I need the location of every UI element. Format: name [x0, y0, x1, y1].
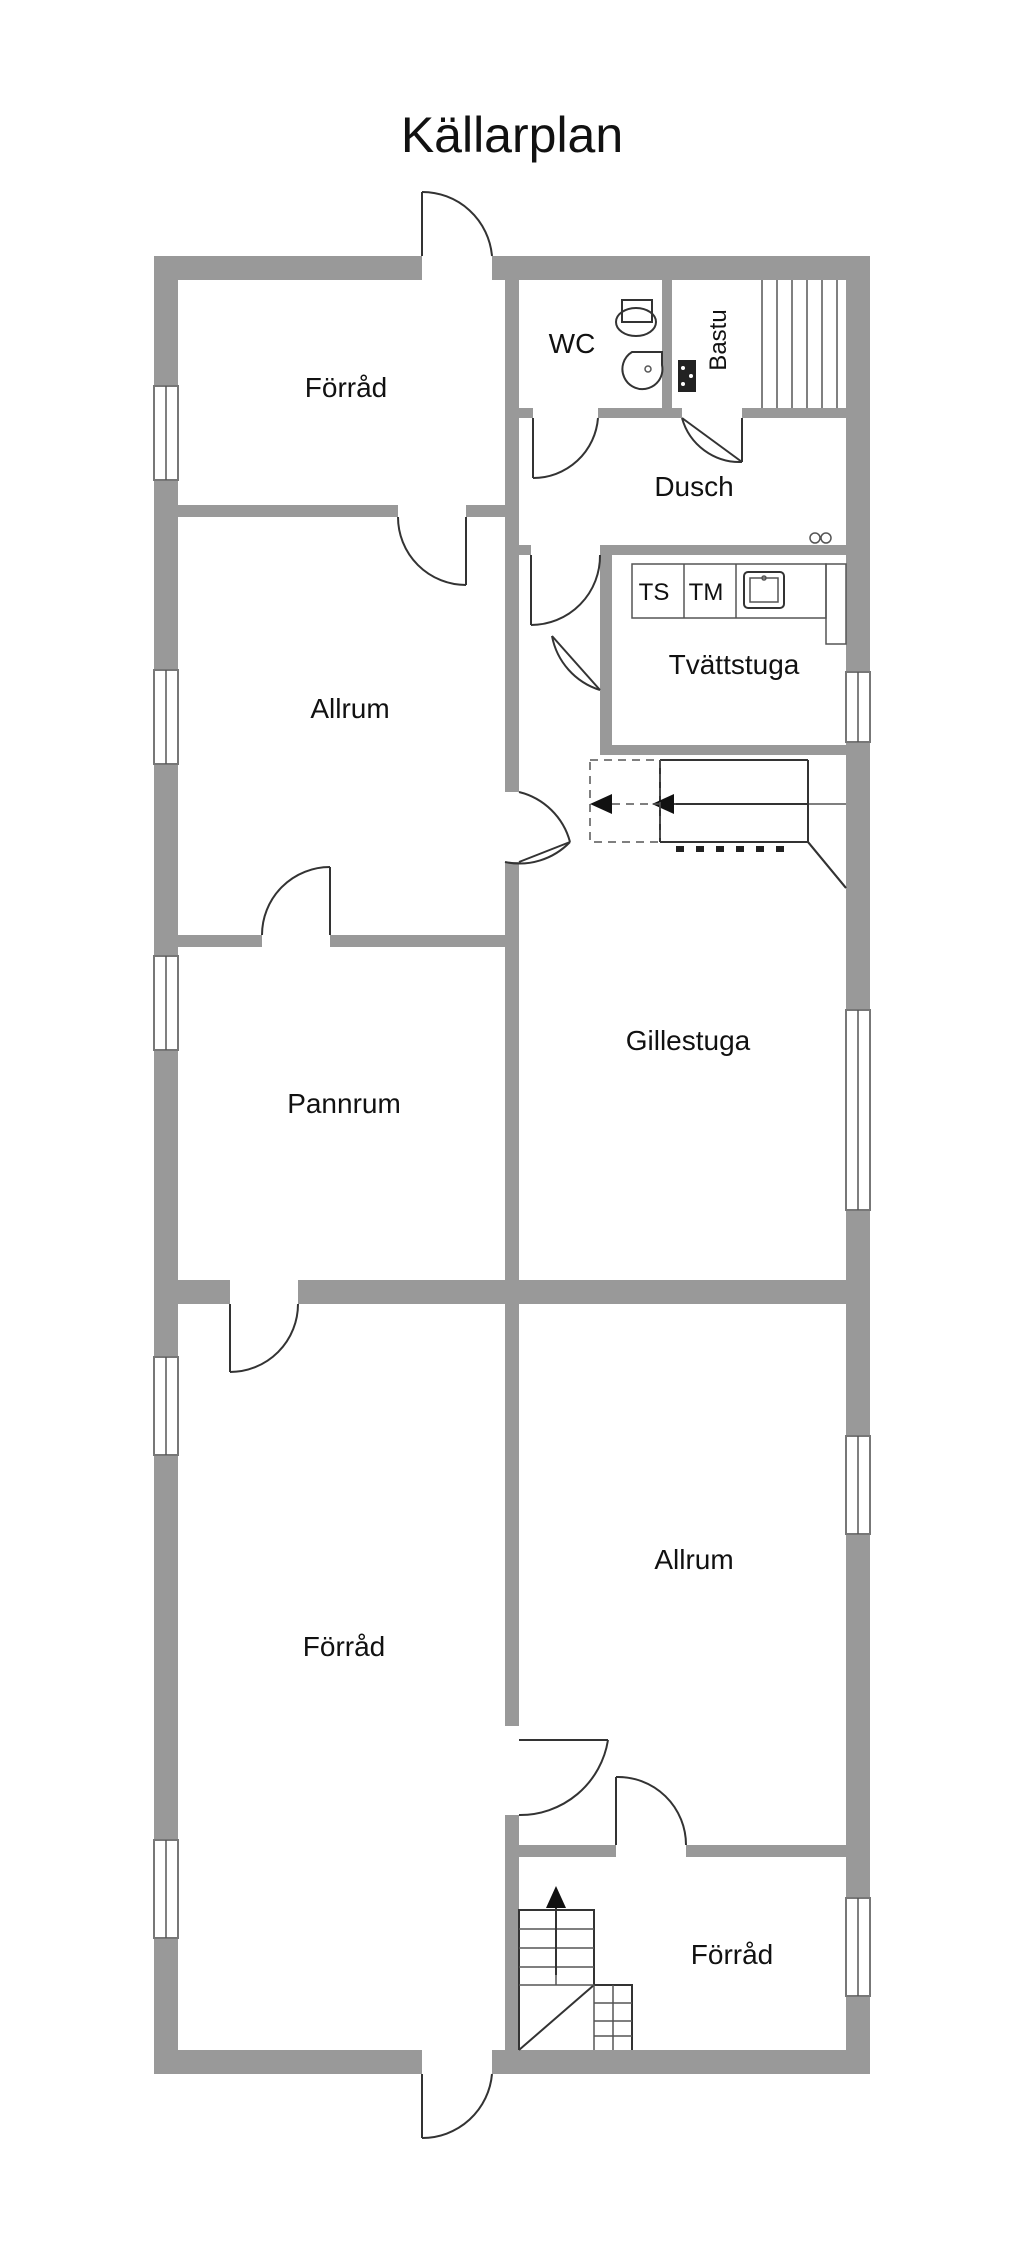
- door-swing-icon: [518, 1739, 609, 1817]
- sink-icon: [621, 351, 664, 391]
- room-label-forrad-big: Förråd: [303, 1631, 385, 1662]
- door-swing-icon: [615, 1775, 687, 1846]
- room-label-gillestuga: Gillestuga: [626, 1025, 751, 1056]
- windows: [153, 385, 871, 1997]
- washbasin-icon: [743, 571, 785, 609]
- laundry-counter: [631, 563, 847, 645]
- door-swing-icon: [681, 417, 743, 464]
- door-swing-icon: [261, 866, 331, 936]
- sauna-stove-icon: [678, 360, 696, 392]
- counter-label-tm: TM: [689, 579, 724, 606]
- room-label-allrum-upper: Allrum: [310, 693, 389, 724]
- door-swing-icon: [397, 516, 467, 586]
- door-swing-icon: [532, 417, 599, 480]
- toilet-icon: [615, 299, 657, 337]
- door-swing-icon: [551, 635, 601, 691]
- door-swing-icon: [530, 554, 602, 626]
- interior-walls: [178, 280, 846, 2050]
- room-label-forrad-top: Förråd: [305, 372, 387, 403]
- door-swing-icon: [421, 2073, 493, 2140]
- dashed-stair-outline: [589, 759, 661, 843]
- fixtures: [615, 280, 847, 645]
- room-label-allrum-lower: Allrum: [654, 1544, 733, 1575]
- counter-label-ts: TS: [639, 579, 670, 606]
- staircase-icon: [659, 759, 847, 889]
- room-labels: Förråd WC Bastu Dusch Allrum TS TM Tvätt…: [287, 309, 800, 1970]
- room-label-pannrum: Pannrum: [287, 1088, 401, 1119]
- door-swing-icon: [421, 190, 493, 257]
- room-label-dusch: Dusch: [654, 471, 733, 502]
- room-label-forrad-small: Förråd: [691, 1939, 773, 1970]
- room-label-bastu: Bastu: [705, 309, 732, 370]
- sauna-bench-lines: [761, 280, 838, 408]
- door-swing-icon: [504, 791, 571, 865]
- room-label-tvattstuga: Tvättstuga: [669, 649, 800, 680]
- doors: [229, 190, 743, 2140]
- arrow-icon: [546, 1886, 566, 1975]
- door-swing-icon: [229, 1303, 299, 1373]
- shower-drain-icon: [809, 532, 832, 544]
- staircase-icon: [518, 1909, 633, 2051]
- arrow-icon: [652, 794, 808, 814]
- room-label-wc: WC: [549, 328, 596, 359]
- plan-title: Källarplan: [401, 107, 623, 163]
